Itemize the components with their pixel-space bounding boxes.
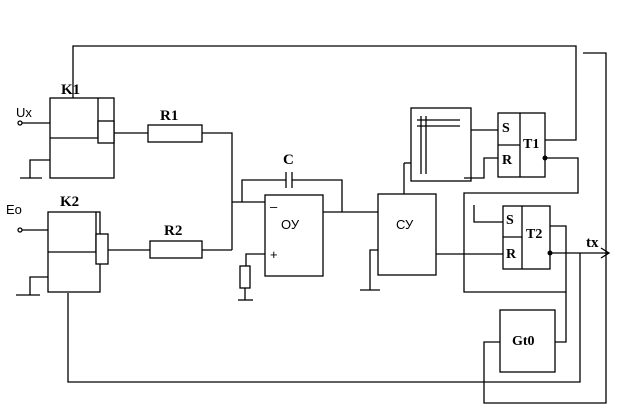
opamp-plus: +: [270, 247, 278, 262]
r2-label: R2: [164, 223, 182, 239]
k2-ground-wire: [29, 276, 48, 295]
wire-cap-left: [241, 179, 286, 202]
resistor-ground: [239, 265, 251, 289]
ux-label: Ux: [16, 105, 32, 120]
trigger-t1: S R T1: [497, 112, 546, 178]
k2-label: K2: [60, 194, 79, 210]
k1-ground-wire: [29, 159, 50, 178]
wire-r1-to-node: [202, 132, 233, 250]
opamp-minus: –: [270, 199, 278, 214]
generator-gt0: Gt0: [499, 309, 556, 373]
wire-t2-s: [473, 205, 503, 223]
switch-k2: K2: [47, 194, 109, 293]
t2-r-label: R: [506, 247, 517, 262]
wire-gen-output-loop: [483, 52, 607, 404]
k1-control-tab: [97, 120, 115, 144]
wire-gen-to-trigger: [555, 292, 567, 343]
r1-label: R1: [160, 108, 178, 124]
comparator: СУ: [377, 193, 437, 276]
opamp: – ОУ +: [264, 194, 324, 277]
wire-plus-input: [245, 253, 265, 266]
wire-t1-r: [464, 157, 498, 179]
wire-t1-to-k1-control: [72, 45, 577, 141]
reference-box: [410, 107, 472, 182]
k1-label: K1: [61, 82, 80, 98]
resistor-r1: [147, 124, 203, 143]
opamp-label: ОУ: [281, 217, 300, 232]
t1-name: T1: [523, 137, 539, 152]
wire-k2-to-output-loop: [67, 253, 581, 383]
switch-k1: K1: [49, 82, 115, 179]
comparator-box: [377, 193, 437, 276]
output-arrow-icon: [600, 247, 611, 259]
wire-cap-right: [292, 179, 343, 212]
reference-block: [410, 107, 472, 182]
eo-label: Eo: [6, 202, 22, 217]
comparator-label: СУ: [396, 217, 414, 232]
wire-t1-to-t2-and-gen: [463, 157, 579, 293]
capacitor-label: C: [283, 152, 294, 168]
output-label: tx: [586, 235, 599, 251]
gt0-label: Gt0: [512, 334, 535, 349]
opamp-box: [264, 194, 324, 277]
resistor-r2: [149, 240, 203, 259]
t2-s-label: S: [506, 213, 514, 228]
comparator-ground-wire: [369, 249, 378, 290]
t1-s-label: S: [502, 121, 510, 136]
ux-terminal: [17, 120, 23, 126]
gt0-box: [499, 309, 556, 373]
k2-control-tab: [95, 233, 109, 265]
eo-terminal: [17, 227, 23, 233]
t1-r-label: R: [502, 153, 513, 168]
trigger-t2: S R T2: [502, 205, 551, 270]
t2-name: T2: [526, 227, 542, 242]
